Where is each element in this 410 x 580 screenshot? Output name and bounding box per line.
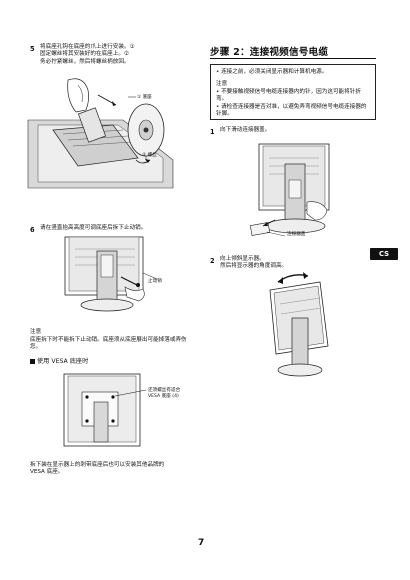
label-vesa-screws: 还须螺丝有适合 VESA 底座 (4) [148,388,181,399]
note-title: 注意 [30,329,42,335]
step1-text: 向下滑动连接器盖。 [220,127,271,133]
section-title: 步骤 2：连接视频信号电缆 [210,47,329,58]
monitor-tilt-illustration [269,272,329,377]
vesa-caption: 拆下装在显示器上的刺带底座后也可以安装其他品牌的 VESA 底座。 [30,462,165,476]
monitor-connector-cover-illustration [249,143,330,237]
step6-text: 请在竖直抬高高度可调底座后拆下止动销。 [40,225,147,231]
step6-number: 6 [30,226,35,234]
caution-note-title: 注意 [216,81,228,88]
square-bullet-icon [30,358,35,364]
label-base: ① 底座 [137,95,152,100]
page-number: 7 [198,538,205,548]
step5-number: 5 [30,45,35,53]
monitor-side-stopper-pin-illustration [64,236,158,312]
monitor-back-stand-illustration [27,78,174,189]
vesa-heading-text: 使用 VESA 底座时 [37,358,89,365]
monitor-vesa-mount-illustration [63,373,147,447]
label-connector-cover: 连接器盖 [287,232,306,237]
title-rule [210,58,376,59]
step5-text: 将底座孔钩在底座的爪上进行安装。① 固定螺丝将其安装好的在底座上。② 务必拧紧螺… [40,44,135,65]
note-text: 底座拆下时不能拆下止动销。底座须从底座展出可能掉落或弄伤 您。 [30,337,187,351]
step2-number: 2 [210,257,215,265]
vesa-heading: 使用 VESA 底座时 [30,358,88,365]
caution-bullet-pins: • 不要接触视频信号电缆连接器内的针，因为这可能将针折 弯。 [216,88,361,103]
step2-text: 向上倾斜显示器。 然后将显示器的角度调高。 [220,256,288,270]
caution-bullet-power: • 连接之前，必须关闭显示器和计算机电源。 [216,69,328,75]
label-screw: ② 螺丝 [142,153,157,158]
step1-number: 1 [210,128,215,136]
label-stopper-pin: 止动销 [148,279,162,284]
caution-bullet-align: • 请检查连接器是否对准，以避免弄弯视频信号电缆连接器的 针脚。 [216,103,367,118]
caution-box: • 连接之前，必须关闭显示器和计算机电源。 注意 • 不要接触视频信号电缆连接器… [210,64,376,120]
language-tab-cs: CS [370,248,398,260]
